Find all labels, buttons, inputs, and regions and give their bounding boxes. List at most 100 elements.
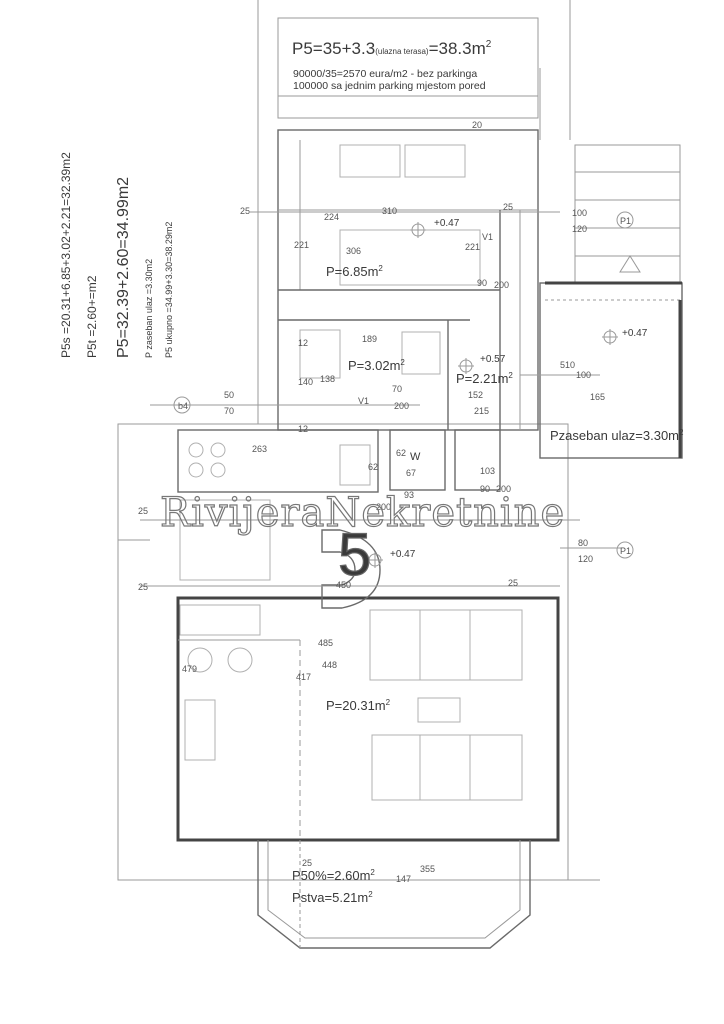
dim-90-b: 90 [480, 484, 490, 494]
bath-area-label: P=3.02m [348, 358, 400, 373]
svg-text:P=2.21m2: P=2.21m2 [456, 371, 513, 386]
dim-224: 224 [324, 212, 339, 222]
svg-text:P50%=2.60m2: P50%=2.60m2 [292, 868, 375, 883]
entrance-area-label: Pzaseban ulaz=3.30m [550, 428, 679, 443]
dim-62-a: 62 [368, 462, 378, 472]
dim-417: 417 [296, 672, 311, 682]
area-note-5: P5 ukupno =34.99+3.30=38.29m2 [164, 222, 174, 358]
dim-479: 479 [182, 664, 197, 674]
dim-120-b: 120 [578, 554, 593, 564]
dim-103: 103 [480, 466, 495, 476]
w-label: W [410, 451, 421, 463]
dim-448: 448 [322, 660, 337, 670]
dim-100-a: 100 [572, 208, 587, 218]
terrace [257, 840, 531, 949]
dim-263: 263 [252, 444, 267, 454]
dim-12-b: 12 [298, 424, 308, 434]
dim-306: 306 [346, 246, 361, 256]
dim-80: 80 [578, 538, 588, 548]
dim-25-b: 25 [503, 202, 513, 212]
dim-70-b: 70 [224, 406, 234, 416]
svg-text:Pzaseban ulaz=3.30m2: Pzaseban ulaz=3.30m2 [550, 428, 684, 443]
dim-165: 165 [590, 392, 605, 402]
p1-top: P1 [620, 216, 631, 226]
entrance-area-sup: 2 [679, 428, 684, 437]
level-hall: +0.57 [480, 354, 506, 365]
dimension-labels: 20 25 224 310 25 221 221 306 V1 200 90 1… [138, 120, 631, 884]
svg-text:P5=35+3.3(ulazna terasa)=38.3m: P5=35+3.3(ulazna terasa)=38.3m2 [292, 39, 492, 58]
dim-147: 147 [396, 874, 411, 884]
title-suffix: =38.3m [429, 39, 486, 58]
dim-20: 20 [472, 120, 482, 130]
dim-189: 189 [362, 334, 377, 344]
dim-200-a: 200 [494, 280, 509, 290]
kitchen [177, 429, 501, 581]
bedroom-area-label: P=6.85m [326, 264, 378, 279]
terrace-full-sup: 2 [368, 890, 373, 899]
dim-25-d: 25 [138, 582, 148, 592]
p1-bottom: P1 [620, 546, 631, 556]
header-box: P5=35+3.3(ulazna terasa)=38.3m2 90000/35… [277, 17, 539, 119]
title-sub: (ulazna terasa) [375, 47, 429, 56]
svg-text:P=6.85m2: P=6.85m2 [326, 264, 383, 279]
dim-215: 215 [474, 406, 489, 416]
bath-area-sup: 2 [400, 358, 405, 367]
level-marks: +0.47 +0.57 +0.47 +0.47 [390, 218, 648, 560]
dim-70-a: 70 [392, 384, 402, 394]
dim-485: 485 [318, 638, 333, 648]
level-bedroom: +0.47 [434, 218, 460, 229]
dim-140: 140 [298, 377, 313, 387]
dim-510: 510 [560, 360, 575, 370]
watermark: RivijeraNekretnine [160, 490, 565, 536]
background-lines [117, 0, 600, 881]
dim-25-a: 25 [240, 206, 250, 216]
terrace-full-label: Pstva=5.21m [292, 890, 368, 905]
dim-12-a: 12 [298, 338, 308, 348]
dim-221-b: 221 [465, 242, 480, 252]
area-note-1: P5s =20.31+6.85+3.02+2.21=32.39m2 [59, 152, 73, 358]
dim-120-a: 120 [572, 224, 587, 234]
dim-200-b: 200 [394, 401, 409, 411]
room-number: 5 [338, 521, 371, 588]
svg-text:P=20.31m2: P=20.31m2 [326, 698, 391, 713]
svg-text:Pstva=5.21m2: Pstva=5.21m2 [292, 890, 373, 905]
level-living: +0.47 [390, 549, 416, 560]
terrace-50-label: P50%=2.60m [292, 868, 370, 883]
dim-62-b: 62 [396, 448, 406, 458]
bedroom-area-sup: 2 [378, 264, 383, 273]
dim-90-a: 90 [477, 278, 487, 288]
title-prefix: P5=35+3.3 [292, 39, 375, 58]
area-note-3: P5=32.39+2.60=34.99m2 [115, 177, 132, 358]
dim-450: 450 [336, 580, 351, 590]
hall-area-sup: 2 [508, 371, 513, 380]
area-notes: P5s =20.31+6.85+3.02+2.21=32.39m2 P5t =2… [59, 152, 174, 358]
price-line-2: 100000 sa jednim parking mjestom pored [293, 80, 486, 92]
living-room [176, 529, 560, 842]
v1-mid: V1 [358, 396, 369, 406]
dim-25-c: 25 [138, 506, 148, 516]
dim-25-e: 25 [508, 578, 518, 588]
dim-200-d: 200 [376, 502, 391, 512]
dimension-lines [140, 211, 634, 587]
price-line-1: 90000/35=2570 eura/m2 - bez parkinga [293, 68, 477, 80]
dim-152: 152 [468, 390, 483, 400]
v1-top: V1 [482, 232, 493, 242]
terrace-50-sup: 2 [370, 868, 375, 877]
level-entrance: +0.47 [622, 328, 648, 339]
dim-25-f: 25 [302, 858, 312, 868]
dim-200-c: 200 [496, 484, 511, 494]
dim-67: 67 [406, 468, 416, 478]
b4-marker: b4 [178, 401, 188, 411]
area-note-4: P zaseban ulaz =3.30m2 [144, 259, 154, 358]
dim-100-b: 100 [576, 370, 591, 380]
dim-50: 50 [224, 390, 234, 400]
dim-221-a: 221 [294, 240, 309, 250]
svg-text:P=3.02m2: P=3.02m2 [348, 358, 405, 373]
room-labels: P=6.85m2 P=3.02m2 P=2.21m2 P=20.31m2 Pza… [292, 264, 684, 905]
entrance-area [539, 144, 683, 459]
dim-93: 93 [404, 490, 414, 500]
living-area-label: P=20.31m [326, 698, 386, 713]
dim-138: 138 [320, 374, 335, 384]
area-note-2: P5t =2.60+=m2 [85, 275, 99, 358]
